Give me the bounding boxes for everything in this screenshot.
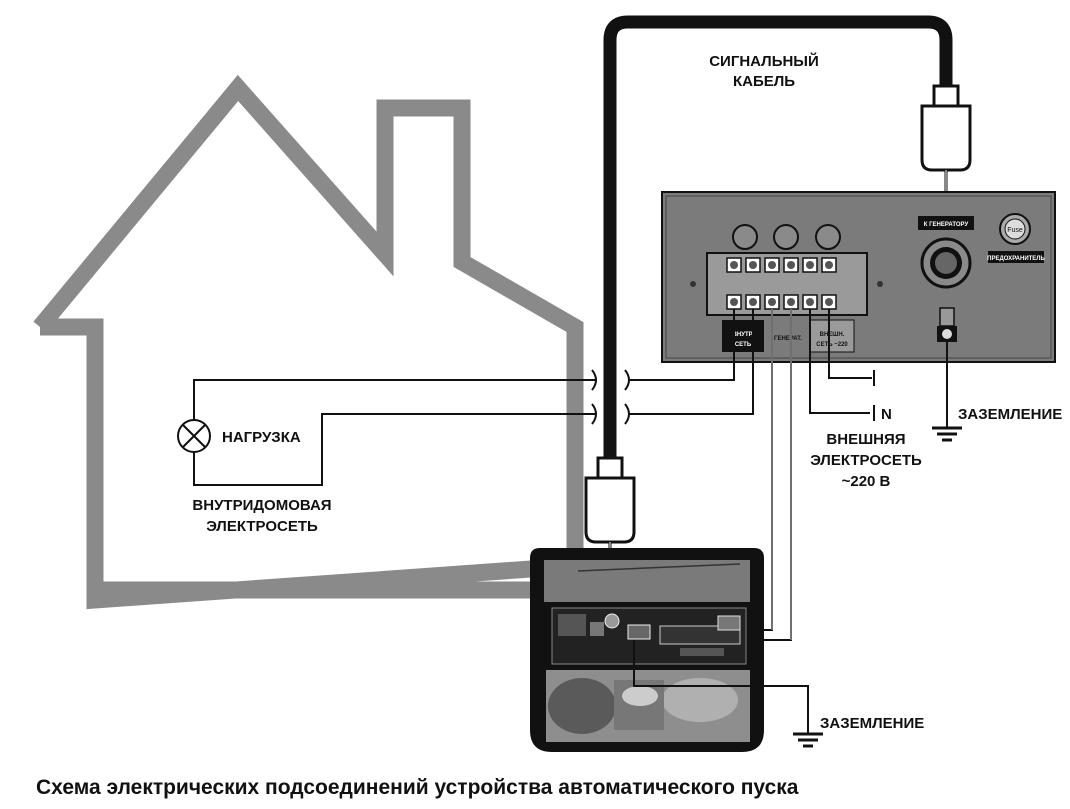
panel-ground-icon [932,342,962,442]
home-network-label-1: ВНУТРИДОМОВАЯ [192,497,331,514]
generator [530,548,764,752]
fuse-text: Fuse [1007,227,1023,234]
ground-label-bottom: ЗАЗЕМЛЕНИЕ [820,715,924,732]
terminal-ext-label-2: СЕТЬ ~220 [816,342,848,348]
to-generator-label: К ГЕНЕРАТОРУ [924,222,969,228]
home-network-label-2: ЭЛЕКТРОСЕТЬ [206,518,318,535]
fuse-label: ПРЕДОХРАНИТЕЛЬ [987,256,1045,262]
terminal-home-label-2: СЕТЬ [735,342,752,348]
external-network-label-1: ВНЕШНЯЯ [826,431,905,448]
signal-cable [603,15,953,469]
terminal-home-label-1: ВНУТР. [733,332,754,338]
ground-label-right: ЗАЗЕМЛЕНИЕ [958,406,1062,423]
external-network-label-3: ~220 В [842,473,891,490]
generator-ground-icon [633,640,823,748]
external-network-label-2: ЭЛЕКТРОСЕТЬ [810,452,922,469]
load-lamp-icon [177,419,211,453]
external-wiring [809,309,875,421]
ats-panel: ВНУТР. СЕТЬ ГЕНЕРАТ. ВНЕШН. СЕТЬ ~220 К … [661,191,1056,363]
home-wiring [193,309,754,486]
signal-cable-label-1: СИГНАЛЬНЫЙ [709,52,819,70]
load-label: НАГРУЗКА [222,429,301,446]
diagram-caption: Схема электрических подсоединений устрой… [36,776,799,799]
signal-cable-label-2: КАБЕЛЬ [733,73,795,90]
terminal-generator-label: ГЕНЕРАТ. [774,336,802,342]
terminal-ext-label-1: ВНЕШН. [820,332,845,338]
neutral-label: N [881,406,892,423]
house-outline [33,74,584,610]
